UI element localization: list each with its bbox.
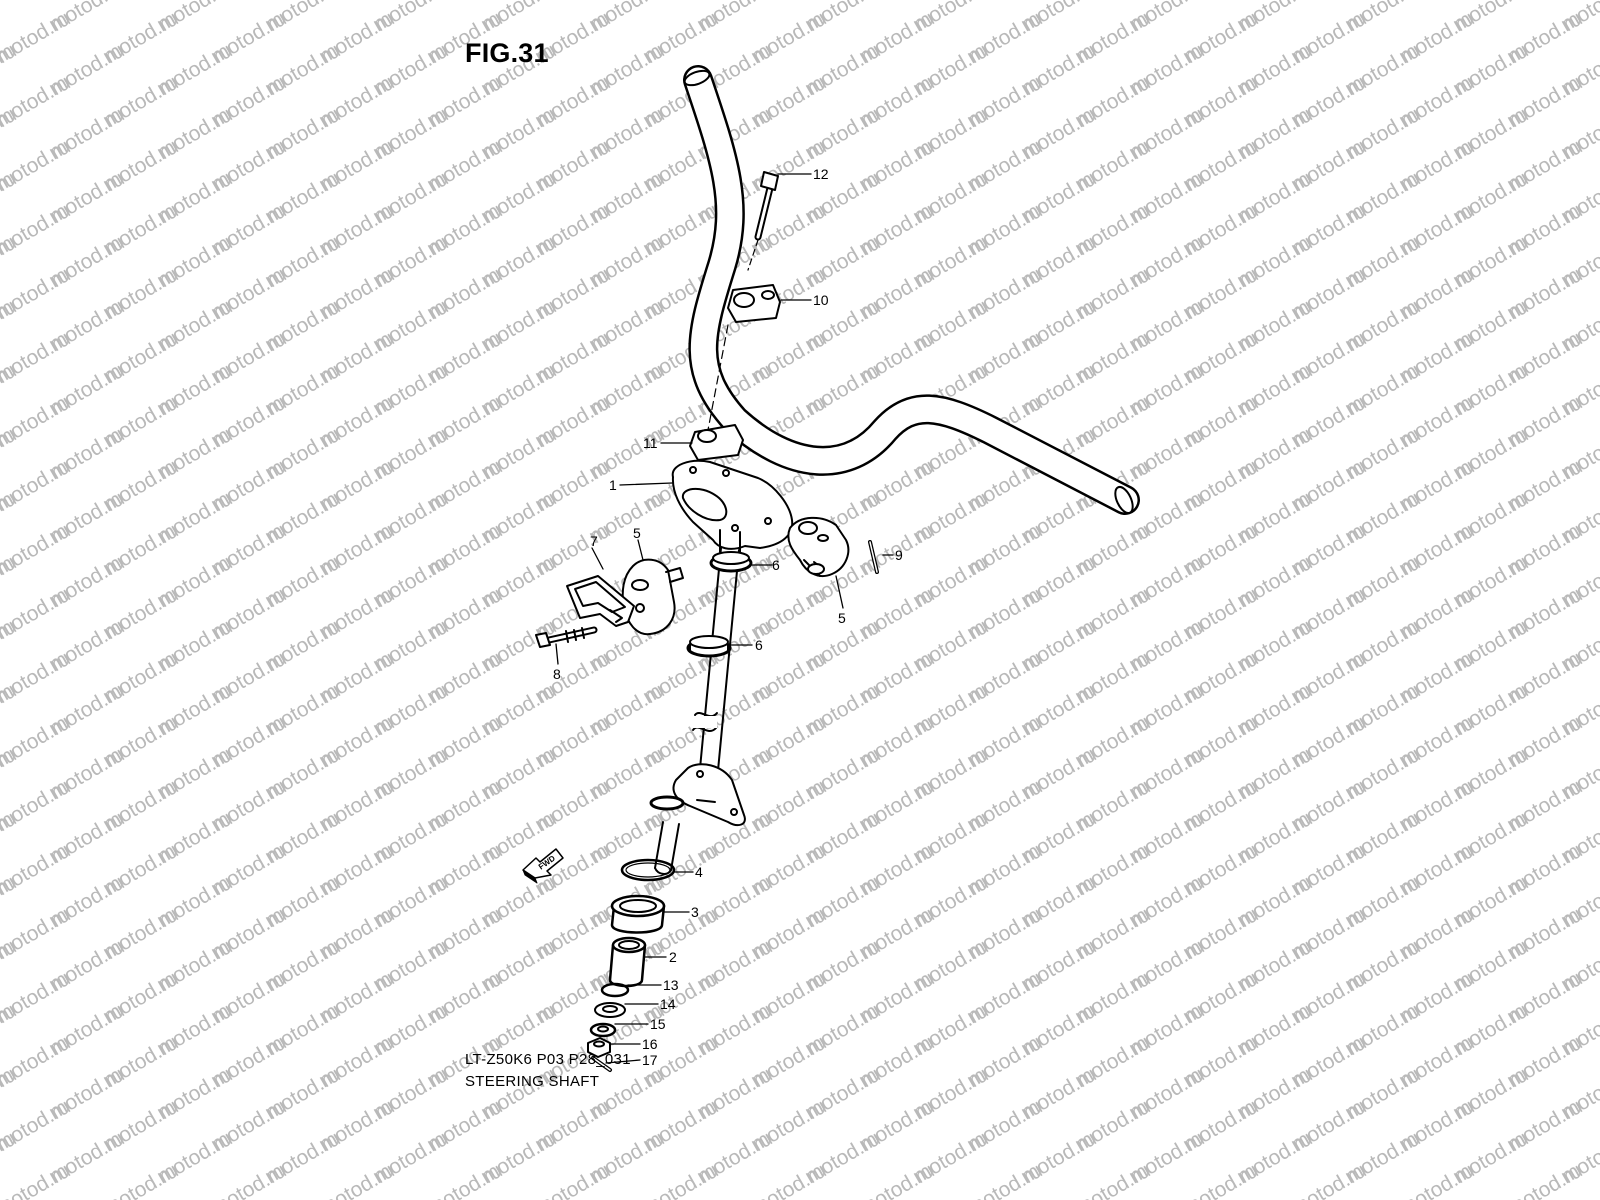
washer-13 <box>600 982 630 998</box>
callout-6-lower: 6 <box>755 637 763 653</box>
leader-lines <box>555 173 894 1064</box>
model-code: LT-Z50K6 P03 P28_031 <box>465 1051 631 1068</box>
callout-3: 3 <box>691 904 699 920</box>
o-ring-4 <box>620 858 676 882</box>
callout-4: 4 <box>695 864 703 880</box>
bolt-12 <box>747 171 779 271</box>
top-plate-1 <box>671 459 794 554</box>
callout-12: 12 <box>813 166 829 182</box>
bolt-8 <box>535 626 598 648</box>
callout-6-upper: 6 <box>772 557 780 573</box>
callout-1: 1 <box>609 477 617 493</box>
shaft-break <box>692 712 718 732</box>
lower-holder-11 <box>689 424 744 461</box>
steering-shaft <box>654 547 740 875</box>
plate-7 <box>566 575 635 627</box>
callout-16: 16 <box>642 1036 658 1052</box>
callout-9: 9 <box>895 547 903 563</box>
callout-10: 10 <box>813 292 829 308</box>
callout-8: 8 <box>553 666 561 682</box>
bush-2 <box>608 936 647 988</box>
upper-holder-10 <box>727 284 781 323</box>
bearing-3 <box>610 894 666 934</box>
callout-labels: 12 10 11 1 7 5 6 9 5 6 8 4 3 2 13 14 15 … <box>553 166 903 1068</box>
holder-5-left <box>621 558 684 636</box>
holder-5-right <box>787 516 850 578</box>
figure-title: FIG.31 <box>465 38 549 68</box>
lower-bracket <box>649 763 746 827</box>
cotter-pin-17 <box>591 1056 612 1072</box>
fwd-arrow: FWD <box>522 848 564 884</box>
callout-2: 2 <box>669 949 677 965</box>
figure-name: STEERING SHAFT <box>465 1073 600 1090</box>
nut-16 <box>587 1037 611 1058</box>
callout-15: 15 <box>650 1016 666 1032</box>
callout-5-right: 5 <box>838 610 846 626</box>
callout-14: 14 <box>660 996 676 1012</box>
callout-17: 17 <box>642 1052 658 1068</box>
bush-6-lower <box>686 635 732 658</box>
handlebar <box>683 65 1140 515</box>
washer-14 <box>594 1002 626 1018</box>
pin-9 <box>868 540 879 574</box>
washer-15 <box>589 1022 617 1038</box>
callout-5-left: 5 <box>633 525 641 541</box>
callout-7: 7 <box>590 533 598 549</box>
bush-6-upper <box>709 551 753 573</box>
callout-13: 13 <box>663 977 679 993</box>
callout-11: 11 <box>643 435 658 451</box>
